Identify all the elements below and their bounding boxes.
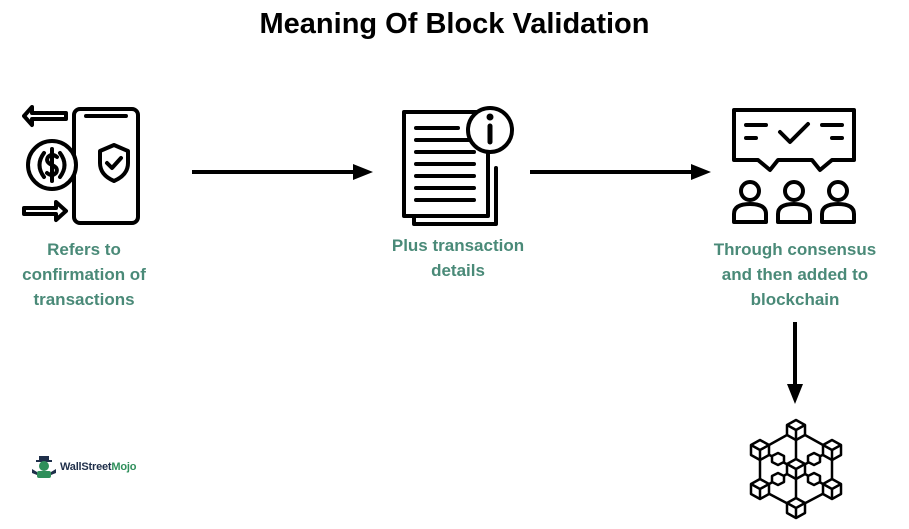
logo-text-accent: Mojo bbox=[111, 461, 137, 473]
blockchain-network-icon bbox=[749, 418, 843, 520]
logo-mascot-icon bbox=[32, 456, 56, 478]
consensus-group-icon bbox=[732, 108, 856, 224]
logo-text: WallStreetMojo bbox=[60, 461, 136, 473]
step-3-label: Through consensus and then added to bloc… bbox=[713, 240, 877, 309]
document-info-icon bbox=[402, 106, 514, 226]
logo-text-main: WallStreet bbox=[60, 461, 112, 473]
mobile-payment-icon bbox=[22, 105, 140, 225]
arrow-right-2 bbox=[530, 164, 711, 180]
arrow-down bbox=[787, 322, 803, 404]
step-2-label: Plus transaction details bbox=[391, 236, 525, 280]
arrow-right-1 bbox=[192, 164, 373, 180]
step-1-label: Refers to confirmation of transactions bbox=[22, 240, 146, 309]
wallstreetmojo-logo: WallStreetMojo bbox=[32, 455, 136, 479]
page-title: Meaning Of Block Validation bbox=[259, 8, 650, 40]
